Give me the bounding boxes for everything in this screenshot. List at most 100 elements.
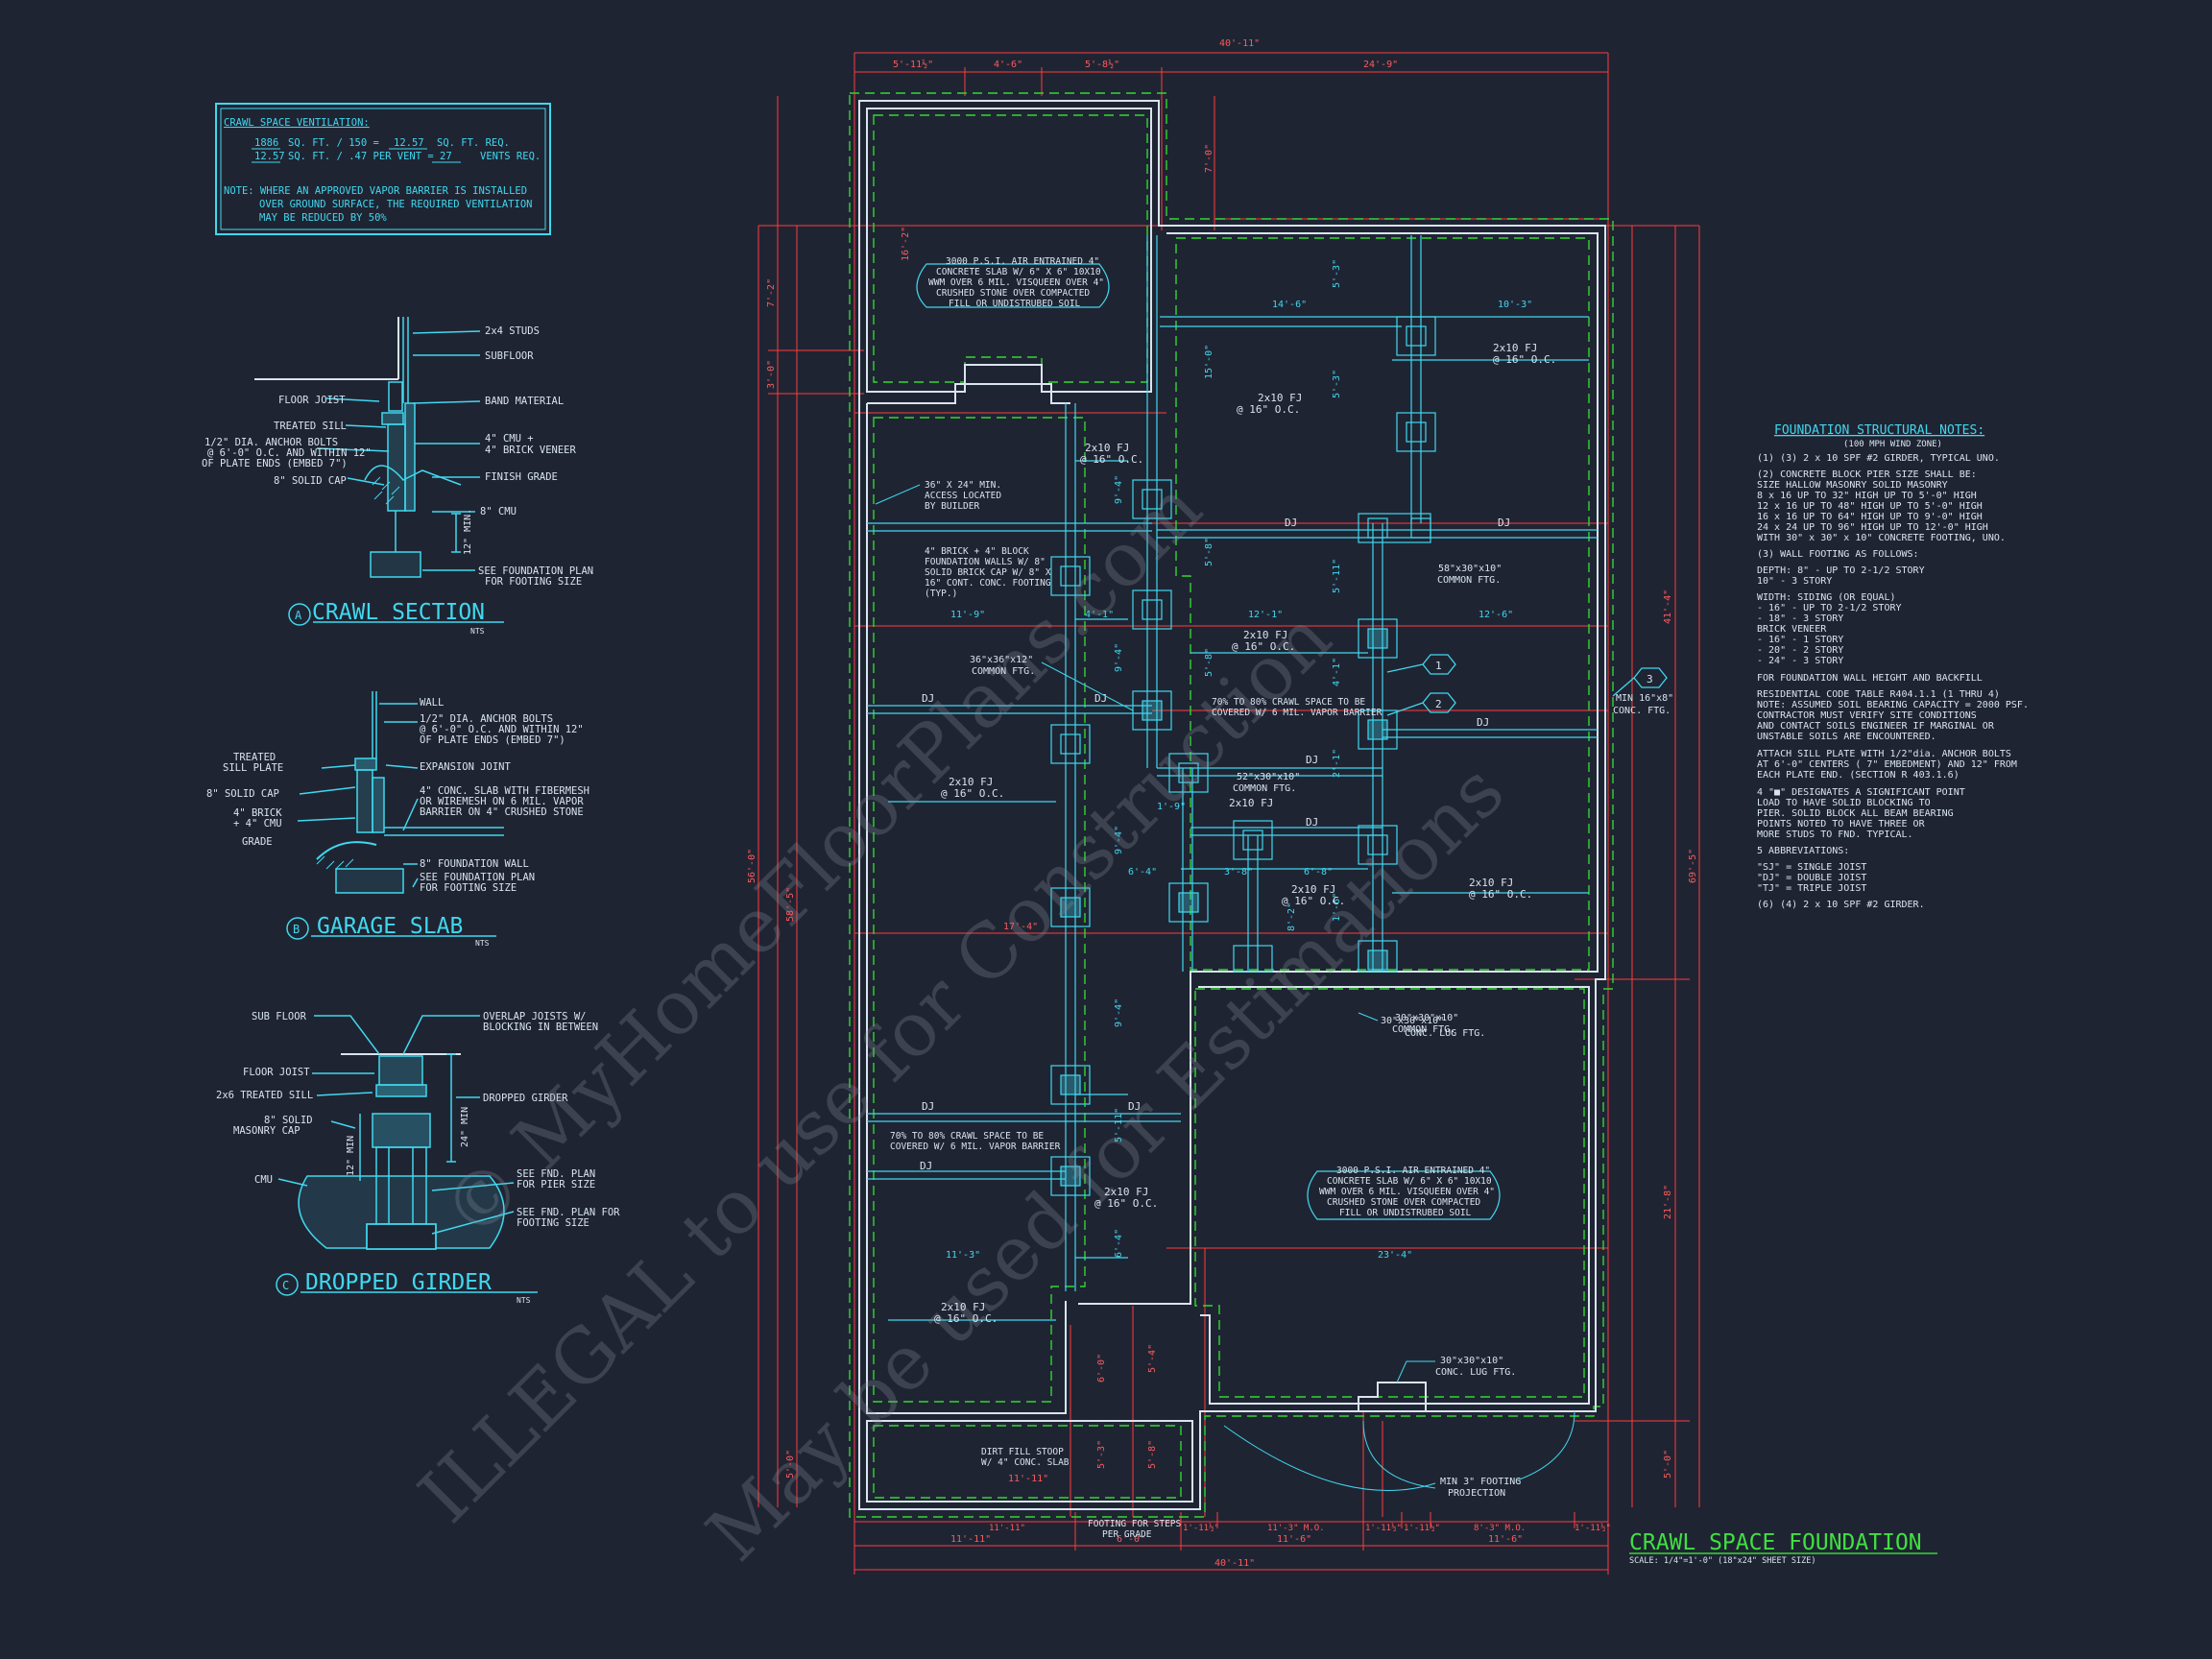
dim-int-18: 5'-4" xyxy=(1147,1344,1158,1373)
label-floor-joist: FLOOR JOIST xyxy=(278,395,346,406)
dim-int-31: 17'-4" xyxy=(1003,922,1038,932)
plan-green-footing-outline xyxy=(849,92,1614,1518)
dim-bot-b: 6'-0" xyxy=(1117,1534,1145,1545)
stoop-note-2: W/ 4" CONC. SLAB xyxy=(981,1457,1070,1468)
dj-label-1: DJ xyxy=(922,692,934,705)
dim-int-10: 9'-4" xyxy=(1114,475,1124,504)
dim-right-3: 5'-0" xyxy=(1663,1450,1673,1479)
vent-row2-d: VENTS REQ. xyxy=(480,151,541,162)
lug2-note-1: 30"x30"x10" xyxy=(1440,1356,1503,1366)
structural-note-line: NOTE: ASSUMED SOIL BEARING CAPACITY = 20… xyxy=(1757,700,2029,710)
structural-note-line: EACH PLATE END. (SECTION R 403.1.6) xyxy=(1757,770,1960,781)
structural-note-line: AND CONTACT SOILS ENGINEER IF MARGINAL O… xyxy=(1757,721,1995,732)
label-expansion-joint: EXPANSION JOINT xyxy=(420,761,512,773)
structural-note-line: "TJ" = TRIPLE JOIST xyxy=(1757,883,1866,894)
dim-bot-5: 8'-3" M.O. xyxy=(1474,1524,1526,1533)
detail-b-title: GARAGE SLAB xyxy=(317,914,463,939)
dim-right-4: 69'-5" xyxy=(1688,849,1698,883)
brick-note-1: 4" BRICK + 4" BLOCK xyxy=(925,546,1029,557)
structural-note-line: BRICK VENEER xyxy=(1757,624,1827,635)
plan-piers xyxy=(1050,316,1436,1196)
vent-note-2: OVER GROUND SURFACE, THE REQUIRED VENTIL… xyxy=(259,199,532,210)
plan-red-dimension-grid xyxy=(757,52,1700,1575)
dim-left-6: 16'-2" xyxy=(901,227,911,261)
label-subfloor: SUBFLOOR xyxy=(485,350,534,362)
oc-label-2: @ 16" O.C. xyxy=(1237,403,1300,416)
dim-int-14: 2'-1" xyxy=(1332,749,1342,778)
label-12in-min: 12" MIN. xyxy=(463,509,473,555)
structural-note-line: - 16" - 1 STORY xyxy=(1757,635,1843,645)
dim-int-24: 4'-1" xyxy=(1085,610,1114,620)
dim-int-33: 23'-4" xyxy=(1378,1250,1412,1261)
lug1-note-2: CONC. LUG FTG. xyxy=(1405,1028,1485,1039)
dj-label-3: DJ xyxy=(1285,517,1297,529)
label-b-see-plan: SEE FOUNDATION PLAN xyxy=(420,872,535,883)
structural-note-line: 4 "■" DESIGNATES A SIGNIFICANT POINT xyxy=(1757,787,1965,798)
dim-right-2: 21'-8" xyxy=(1663,1185,1673,1219)
label-c-12in-min: 12" MIN xyxy=(346,1136,356,1176)
structural-note-line: FOR FOUNDATION WALL HEIGHT AND BACKFILL xyxy=(1757,673,1983,684)
structural-notes-subtitle: (100 MPH WIND ZONE) xyxy=(1843,440,1942,449)
min16-note-1: MIN 16"x8" xyxy=(1616,693,1673,704)
label-barrier: BARRIER ON 4" CRUSHED STONE xyxy=(420,806,584,818)
label-8in-foundation-wall: 8" FOUNDATION WALL xyxy=(420,858,529,870)
label-solid-cap: 8" SOLID CAP xyxy=(274,475,347,487)
lug1-note-1: 30"x30"x10" xyxy=(1381,1016,1444,1026)
fj-label-5: 2x10 FJ xyxy=(949,776,993,788)
dim-int-27: 1'-9" xyxy=(1157,802,1186,812)
dim-left-3: 56'-0" xyxy=(747,849,757,883)
oc-label-5: @ 16" O.C. xyxy=(941,787,1004,800)
dim-int-0: 7'-0" xyxy=(1204,144,1214,173)
dj-label-7: DJ xyxy=(1306,816,1318,829)
structural-note-line: ATTACH SILL PLATE WITH 1/2"dia. ANCHOR B… xyxy=(1757,749,2011,759)
ventilation-title: CRAWL SPACE VENTILATION: xyxy=(224,117,370,129)
label-blocking: BLOCKING IN BETWEEN xyxy=(483,1022,598,1033)
structural-note-line: PIER. SOLID BLOCK ALL BEAM BEARING xyxy=(1757,808,1954,819)
min16-note-2: CONC. FTG. xyxy=(1613,706,1671,716)
fj-label-1: 2x10 FJ xyxy=(1085,442,1129,454)
dj-label-5: DJ xyxy=(1477,716,1489,729)
detail-b-scale: NTS xyxy=(475,939,490,948)
detail-c-scale: NTS xyxy=(517,1296,531,1305)
dim-left-5: 5'-0" xyxy=(785,1450,796,1479)
detail-c-dropped-girder xyxy=(276,1015,538,1296)
vent-row2-c: 27 xyxy=(440,151,452,162)
structural-notes-lines: (1) (3) 2 x 10 SPF #2 GIRDER, TYPICAL UN… xyxy=(1757,453,2029,910)
dj-label-10: DJ xyxy=(920,1160,932,1172)
dim-int-16: 1'-6" xyxy=(1332,893,1342,922)
dim-overall-top: 40'-11" xyxy=(1219,38,1260,49)
dim-int-7: 9'-4" xyxy=(1114,643,1124,672)
dim-int-26: 12'-6" xyxy=(1479,610,1513,620)
plan-joist-labels: 2x10 FJ @ 16" O.C. 2x10 FJ @ 16" O.C. 2x… xyxy=(920,342,1556,1325)
dim-left-1: 7'-2" xyxy=(766,278,777,307)
label-b-anchor-spacing: @ 6'-0" O.C. AND WITHIN 12" xyxy=(420,724,584,735)
label-see-fnd-plan: SEE FND. PLAN xyxy=(517,1168,595,1180)
label-4in-cmu: 4" CMU + xyxy=(485,433,534,445)
vapor-note-2b: COVERED W/ 6 MIL. VAPOR BARRIER xyxy=(890,1142,1061,1152)
label-cmu: CMU xyxy=(254,1174,273,1186)
vent-row1-d: SQ. FT. REQ. xyxy=(437,137,510,149)
dim-int-21: 14'-6" xyxy=(1272,300,1307,310)
label-band-material: BAND MATERIAL xyxy=(485,396,564,407)
ftg30-note-1: 30"x30"x10" xyxy=(1395,1013,1458,1023)
detail-c-labels: SUB FLOOR OVERLAP JOISTS W/ BLOCKING IN … xyxy=(216,1011,620,1305)
detail-b-labels: WALL 1/2" DIA. ANCHOR BOLTS @ 6'-0" O.C.… xyxy=(206,697,589,948)
tag-2: 2 xyxy=(1435,698,1442,710)
ftg36-note-2: COMMON FTG. xyxy=(972,666,1035,677)
dim-int-9: 9'-4" xyxy=(1114,998,1124,1027)
label-dropped-girder: DROPPED GIRDER xyxy=(483,1093,568,1104)
detail-b-garage-slab xyxy=(286,691,504,940)
dim-bot-3: 1'-11½" xyxy=(1365,1523,1402,1533)
label-treated: TREATED xyxy=(233,752,276,763)
label-b-solid-cap: 8" SOLID CAP xyxy=(206,788,279,800)
dim-top-3: 5'-8½" xyxy=(1085,59,1119,70)
stoop-note-1: DIRT FILL STOOP xyxy=(981,1447,1064,1457)
label-2x6-treated-sill: 2x6 TREATED SILL xyxy=(216,1090,313,1101)
tag-3: 3 xyxy=(1647,673,1653,685)
dim-int-25: 12'-1" xyxy=(1248,610,1283,620)
dim-top-2: 4'-6" xyxy=(994,60,1022,70)
label-see-fnd-plan-for: SEE FND. PLAN FOR xyxy=(517,1207,620,1218)
vapor-note-2a: 70% TO 80% CRAWL SPACE TO BE xyxy=(890,1131,1044,1142)
dim-int-29: 3'-8" xyxy=(1224,867,1253,878)
